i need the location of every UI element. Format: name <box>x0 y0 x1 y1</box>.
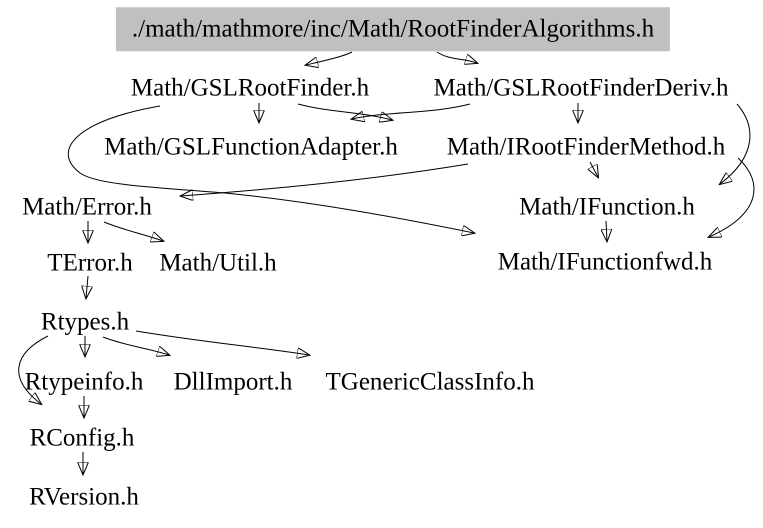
node-mathifunctionfwd[interactable]: Math/IFunctionfwd.h <box>497 248 713 276</box>
node-rconfig[interactable]: RConfig.h <box>29 424 135 452</box>
node-rootfinderalgorithms: ./math/mathmore/inc/Math/RootFinderAlgor… <box>115 7 671 51</box>
node-gslrootfinder[interactable]: Math/GSLRootFinder.h <box>130 74 370 102</box>
edge-rtypes-to-tgenericclassinfo <box>135 330 309 355</box>
edge-gslrootfinderderiv-to-mathifunction <box>720 103 751 184</box>
node-gslrootfinderderiv[interactable]: Math/GSLRootFinderDeriv.h <box>433 74 729 102</box>
edge-terror-to-rtypes <box>86 275 88 298</box>
edge-root-to-gslrootfinderderiv <box>436 51 477 63</box>
node-tgenericclassinfo[interactable]: TGenericClassInfo.h <box>325 368 535 396</box>
edge-rtypes-to-rconfig <box>18 335 49 404</box>
edge-irootfindermethod-to-mathifunctionfwd <box>709 157 755 237</box>
node-rtypeinfo[interactable]: Rtypeinfo.h <box>24 368 144 396</box>
edge-irootfindermethod-to-matherror <box>181 163 469 196</box>
edge-mathifunction-to-mathifunctionfwd <box>606 220 607 241</box>
edge-matherror-to-mathutil <box>103 221 163 241</box>
node-gslfunctionadapter[interactable]: Math/GSLFunctionAdapter.h <box>104 133 398 161</box>
edge-gslrootfinder-to-irootfindermethod <box>297 103 392 120</box>
node-irootfindermethod[interactable]: Math/IRootFinderMethod.h <box>446 133 726 161</box>
node-mathutil[interactable]: Math/Util.h <box>159 249 277 277</box>
edge-irootfindermethod-to-mathifunction <box>590 161 598 177</box>
node-terror[interactable]: TError.h <box>47 249 133 277</box>
node-dllimport[interactable]: DllImport.h <box>173 368 293 396</box>
edge-gslrootfinder-to-mathifunctionfwd <box>67 105 474 233</box>
edge-rtypes-to-dllimport <box>102 336 169 355</box>
edge-gslrootfinderderiv-to-gslfunctionadapter <box>352 103 471 119</box>
node-rtypes[interactable]: Rtypes.h <box>40 308 130 336</box>
edge-root-to-gslrootfinder <box>306 51 353 65</box>
node-mathifunction[interactable]: Math/IFunction.h <box>519 193 695 221</box>
node-rversion[interactable]: RVersion.h <box>29 483 139 511</box>
node-matherror[interactable]: Math/Error.h <box>22 193 152 221</box>
